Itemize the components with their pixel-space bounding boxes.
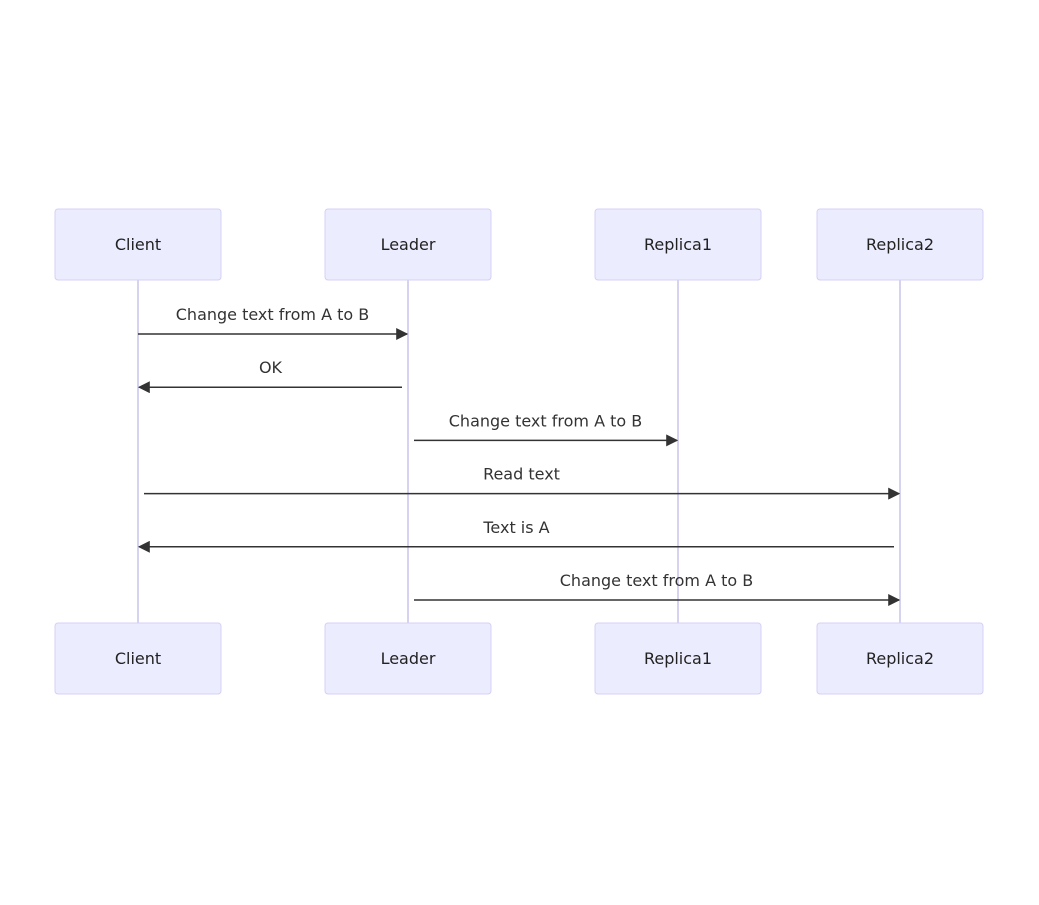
actors-bottom: Client Leader Replica1 Replica2 <box>54 622 984 695</box>
actor-label: Replica1 <box>644 235 712 254</box>
actor-client-bottom: Client <box>54 622 222 695</box>
actor-box <box>594 208 762 281</box>
actor-label: Replica2 <box>866 649 934 668</box>
actor-label: Leader <box>381 649 436 668</box>
actors-top: Client Leader Replica1 Replica2 <box>54 208 984 281</box>
actor-client-top: Client <box>54 208 222 281</box>
messages: Change text from A to B OK Change text fro… <box>137 305 901 606</box>
actor-replica1-bottom: Replica1 <box>594 622 762 695</box>
message-label: OK <box>259 358 283 377</box>
lifelines <box>137 280 901 623</box>
actor-box <box>54 208 222 281</box>
message-4: Read text <box>144 465 901 500</box>
message-label: Text is A <box>482 518 549 537</box>
message-label: Change text from A to B <box>176 305 369 324</box>
message-5: Text is A <box>137 518 894 553</box>
actor-leader-top: Leader <box>324 208 492 281</box>
actor-replica2-top: Replica2 <box>816 208 984 281</box>
actor-label: Leader <box>381 235 436 254</box>
actor-label: Client <box>115 649 161 668</box>
actor-label: Replica2 <box>866 235 934 254</box>
actor-leader-bottom: Leader <box>324 622 492 695</box>
actor-box <box>816 208 984 281</box>
message-label: Read text <box>483 465 560 484</box>
message-6: Change text from A to B <box>414 571 901 606</box>
actor-label: Client <box>115 235 161 254</box>
actor-replica2-bottom: Replica2 <box>816 622 984 695</box>
actor-box <box>816 622 984 695</box>
message-3: Change text from A to B <box>414 411 679 447</box>
actor-replica1-top: Replica1 <box>594 208 762 281</box>
message-2: OK <box>137 358 402 394</box>
message-1: Change text from A to B <box>138 305 409 340</box>
actor-box <box>324 208 492 281</box>
message-label: Change text from A to B <box>449 411 642 430</box>
actor-box <box>594 622 762 695</box>
message-label: Change text from A to B <box>560 571 753 590</box>
actor-label: Replica1 <box>644 649 712 668</box>
actor-box <box>324 622 492 695</box>
actor-box <box>54 622 222 695</box>
